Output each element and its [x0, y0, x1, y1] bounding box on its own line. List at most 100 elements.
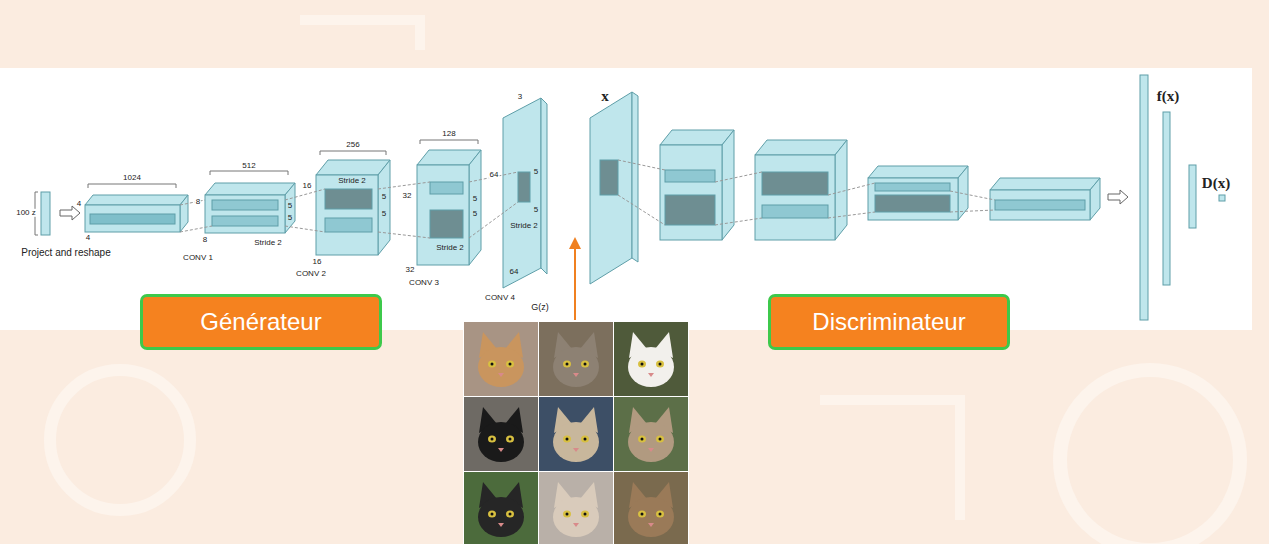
- discriminator-network: [660, 130, 734, 145]
- dimension-number: 4: [85, 234, 91, 242]
- cat-photo-grid: [628, 407, 674, 462]
- discriminator-network: [762, 172, 828, 195]
- cat-photo-grid: [553, 332, 599, 387]
- discriminator-network: [828, 212, 875, 218]
- cat-photo-grid: [539, 472, 613, 544]
- generator-network: [541, 98, 547, 274]
- cat-photo-grid: [463, 321, 689, 544]
- generator-network: [35, 98, 547, 288]
- generator-network: [90, 214, 175, 224]
- output-name: G(z): [530, 303, 550, 312]
- generator-network: [212, 216, 278, 226]
- generator-network: [503, 98, 541, 288]
- channel-count: 256: [345, 141, 360, 149]
- box-title: Discriminateur: [812, 308, 965, 336]
- channel-count: 1024: [122, 174, 142, 182]
- discriminator-network: [950, 191, 995, 200]
- discriminator-network: [990, 178, 1100, 190]
- cat-photo-grid: [628, 482, 674, 537]
- output-name: D(x): [1201, 176, 1231, 192]
- stride-note: Stride 2: [435, 244, 465, 252]
- generator-network: [316, 160, 390, 175]
- dimension-number: 4: [76, 200, 82, 208]
- white-panel: [0, 68, 1252, 330]
- discriminator-network: [755, 155, 835, 240]
- channel-count: 128: [441, 130, 456, 138]
- generator-network: [378, 160, 390, 255]
- discriminator-network: [868, 166, 968, 178]
- generator-network: [518, 172, 530, 202]
- dimension-number: 32: [402, 192, 413, 200]
- generator-network: [285, 189, 325, 200]
- generator-network: [325, 189, 372, 209]
- dimension-number: 64: [489, 171, 500, 179]
- dimension-number: 16: [312, 258, 323, 266]
- discriminator-network: [722, 130, 734, 240]
- stride-note: Stride 2: [509, 222, 539, 230]
- kernel-size: 5: [287, 214, 293, 222]
- generator-network: [85, 195, 188, 205]
- generator-network: [180, 172, 518, 238]
- discriminator-network: [618, 160, 995, 225]
- cat-photo-grid: [539, 322, 613, 396]
- discriminator-network: [875, 195, 950, 212]
- kernel-size: 5: [533, 168, 539, 176]
- cat-photo-grid: [464, 472, 538, 544]
- generator-network: [469, 150, 481, 265]
- discriminator-network: [1140, 75, 1148, 320]
- discriminator-network: [990, 190, 1090, 220]
- discriminator-network: [835, 140, 847, 240]
- generator-network: [378, 182, 430, 189]
- generator-network: [469, 202, 518, 238]
- input-arrow: [574, 243, 576, 320]
- generator-network: [430, 182, 463, 194]
- cat-photo-grid: [539, 397, 613, 471]
- dimension-number: 8: [195, 198, 201, 206]
- input-name: x: [600, 89, 610, 105]
- dimension-number: 64: [509, 268, 520, 276]
- channel-count: 3: [517, 93, 523, 101]
- cat-photo-grid: [553, 407, 599, 462]
- discriminator-network: [868, 178, 958, 220]
- generator-network: [212, 200, 278, 210]
- generator-network: [325, 218, 372, 232]
- discriminator-network: [755, 140, 847, 155]
- channel-count: 512: [241, 162, 256, 170]
- kernel-size: 5: [472, 210, 478, 218]
- discriminator-network: [618, 160, 665, 170]
- kernel-size: 5: [533, 206, 539, 214]
- cat-photo-grid: [464, 397, 538, 471]
- layer-caption: CONV 4: [484, 294, 516, 302]
- discriminator-network: [665, 170, 715, 182]
- discriminator-network: [1090, 178, 1100, 220]
- generator-network: [320, 151, 386, 155]
- background-decor: [820, 400, 960, 520]
- discriminator-network: [665, 195, 715, 225]
- dimension-number: 32: [405, 266, 416, 274]
- discriminator-network: [950, 210, 995, 212]
- generator-network: [180, 226, 212, 232]
- discriminator-box: Discriminateur: [768, 294, 1010, 350]
- cat-photo-grid: [478, 332, 524, 387]
- discriminator-network: [618, 195, 665, 225]
- cat-photo-grid: [553, 482, 599, 537]
- generator-network: [41, 192, 50, 235]
- background-decor: [300, 20, 420, 50]
- layer-caption: CONV 2: [295, 270, 327, 278]
- cat-photo-grid: [463, 321, 689, 544]
- generator-network: [205, 183, 295, 195]
- kernel-size: 5: [381, 193, 387, 201]
- stride-note: Stride 2: [337, 177, 367, 185]
- generator-network: [316, 175, 378, 255]
- background-decor: [50, 370, 190, 510]
- generator-network: [378, 232, 430, 238]
- layer-caption: CONV 1: [182, 254, 214, 262]
- generator-network: [205, 195, 285, 233]
- discriminator-network: [875, 183, 950, 191]
- dimension-number: 16: [302, 182, 313, 190]
- generator-network: [417, 165, 469, 265]
- discriminator-network: [828, 183, 875, 195]
